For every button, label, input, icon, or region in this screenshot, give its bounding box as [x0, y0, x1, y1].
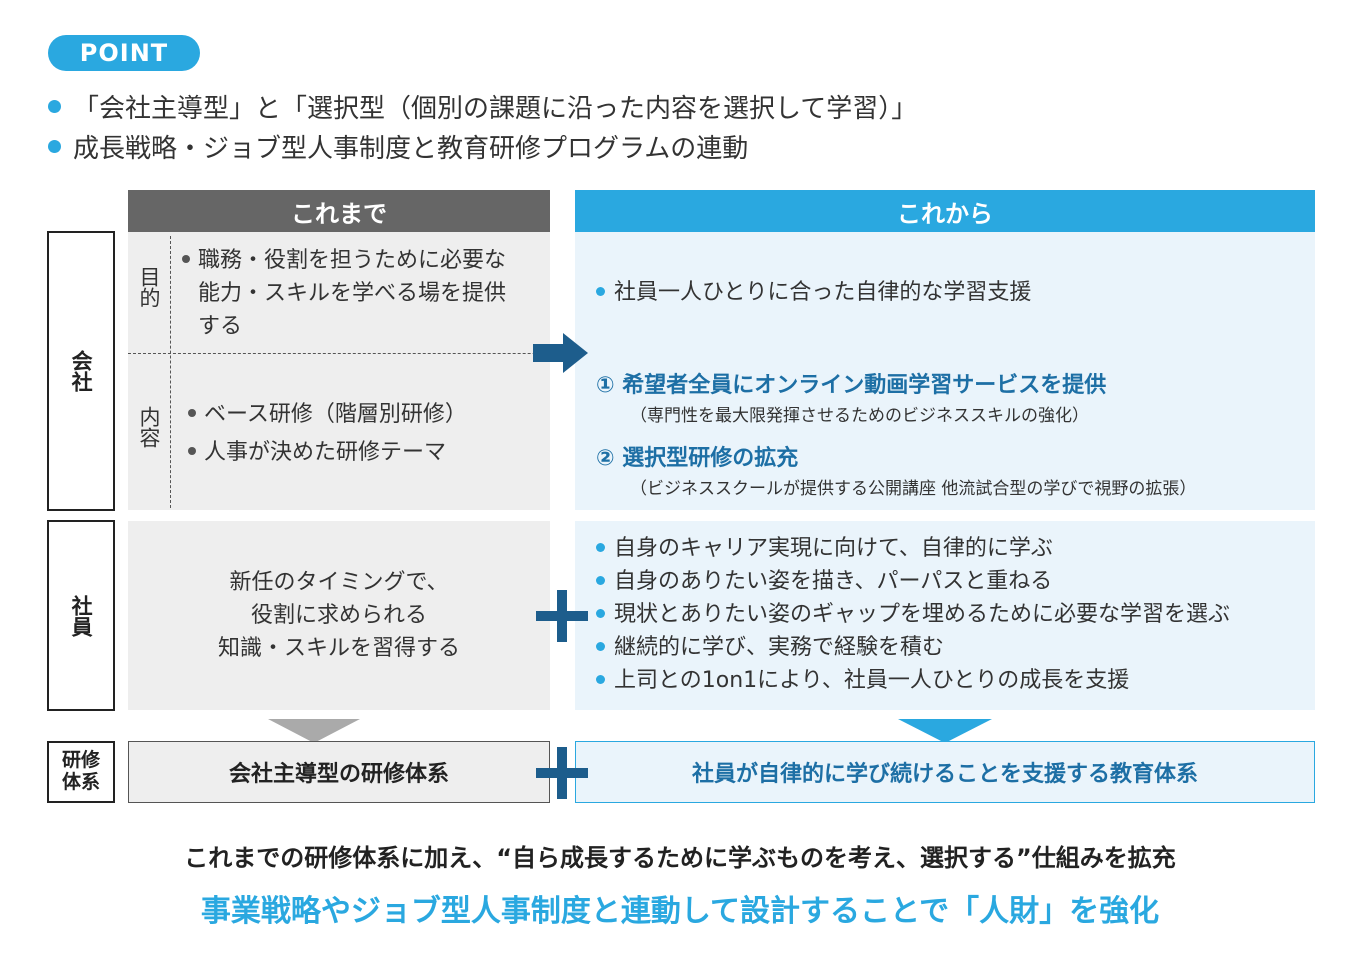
row-label-employee: 社員	[47, 520, 115, 711]
after-item-1-sub: （専門性を最大限発揮させるためのビジネススキルの強化）	[630, 406, 1089, 426]
purpose-label-text: 目的	[137, 266, 162, 308]
system-before-box: 会社主導型の研修体系	[128, 741, 550, 803]
employee-after-panel	[575, 521, 1315, 710]
employee-after-line-3: 現状とありたい姿のギャップを埋めるために必要な学習を選ぶ	[614, 602, 1231, 627]
bullet-2-text: 成長戦略・ジョブ型人事制度と教育研修プログラムの連動	[73, 133, 749, 164]
bullet-dot-icon	[596, 575, 605, 585]
company-before-panel	[128, 232, 550, 510]
bullet-dot-icon	[596, 674, 605, 684]
after-item-1-title: ① 希望者全員にオンライン動画学習サービスを提供	[596, 373, 1107, 398]
row-label-employee-text: 社員	[69, 594, 94, 637]
bullet-1: 「会社主導型」と「選択型（個別の課題に沿った内容を選択して学習）」	[48, 88, 917, 124]
row-label-company-text: 会社	[69, 350, 94, 392]
plus-icon	[536, 747, 588, 799]
plus-icon	[536, 590, 588, 642]
company-before-divider-v	[170, 236, 171, 508]
bullet-dot-icon	[596, 286, 605, 296]
bullet-dot-icon	[596, 608, 605, 618]
bullet-2: 成長戦略・ジョブ型人事制度と教育研修プログラムの連動	[48, 128, 748, 164]
system-after-box: 社員が自律的に学び続けることを支援する教育体系	[575, 741, 1315, 803]
bullet-dot-icon	[48, 99, 61, 113]
bullet-1-text: 「会社主導型」と「選択型（個別の課題に沿った内容を選択して学習）」	[73, 93, 918, 124]
footer-line-1: これまでの研修体系に加え、“自ら成長するために学ぶものを考え、選択する”仕組みを…	[184, 844, 1176, 872]
bullet-dot-icon	[596, 641, 605, 651]
employee-before-panel	[128, 521, 550, 710]
employee-after-list: 自身のキャリア実現に向けて、自律的に学ぶ 自身のありたい姿を描き、パーパスと重ね…	[596, 532, 1311, 697]
footer-line-2: 事業戦略やジョブ型人事制度と連動して設計することで「人財」を強化	[200, 894, 1160, 929]
company-after-panel	[575, 232, 1315, 510]
company-after-purpose: 社員一人ひとりに合った自律的な学習支援	[596, 276, 1296, 309]
row-label-system: 研修体系	[47, 741, 115, 803]
before-purpose-line-1: 職務・役割を担うために必要な	[198, 248, 507, 273]
company-before-content: ベース研修（階層別研修） 人事が決めた研修テーマ	[188, 396, 548, 472]
employee-after-line-5: 上司との1on1により、社員一人ひとりの成長を支援	[614, 668, 1130, 693]
before-content-line-2: 人事が決めた研修テーマ	[204, 440, 447, 465]
employee-after-line-2: 自身のありたい姿を描き、パーパスと重ねる	[614, 569, 1053, 594]
row-label-company: 会社	[47, 231, 115, 511]
row-label-system-text: 研修体系	[61, 749, 100, 793]
before-content-line-1: ベース研修（階層別研修）	[204, 402, 467, 427]
after-item-2: ② 選択型研修の拡充 （ビジネススクールが提供する公開講座 他流試合型の学びで視…	[596, 440, 1311, 499]
bullet-dot-icon	[48, 139, 61, 153]
employee-before-line-3: 知識・スキルを習得する	[217, 636, 460, 661]
employee-before-text: 新任のタイミングで、 役割に求められる 知識・スキルを習得する	[128, 566, 550, 665]
bullet-dot-icon	[188, 447, 196, 455]
employee-before-line-1: 新任のタイミングで、	[229, 570, 449, 595]
triangle-down-blue-icon	[898, 719, 992, 743]
before-purpose-line-2: 能力・スキルを学べる場を提供	[198, 281, 507, 306]
arrow-right-icon	[533, 333, 588, 373]
purpose-label: 目的	[136, 266, 162, 312]
company-before-purpose: 職務・役割を担うために必要な 能力・スキルを学べる場を提供 する	[182, 244, 547, 343]
employee-before-line-2: 役割に求められる	[250, 603, 427, 628]
content-label: 内容	[136, 406, 162, 452]
bullet-dot-icon	[596, 542, 605, 552]
after-item-2-sub: （ビジネススクールが提供する公開講座 他流試合型の学びで視野の拡張）	[630, 479, 1197, 499]
after-purpose-text: 社員一人ひとりに合った自律的な学習支援	[614, 280, 1032, 305]
before-purpose-line-3: する	[198, 314, 243, 339]
triangle-down-grey-icon	[268, 719, 360, 743]
point-badge: POINT	[48, 35, 200, 71]
header-before: これまで	[128, 190, 550, 232]
header-after: これから	[575, 190, 1315, 232]
content-label-text: 内容	[137, 406, 162, 448]
after-item-1: ① 希望者全員にオンライン動画学習サービスを提供 （専門性を最大限発揮させるため…	[596, 367, 1311, 426]
employee-after-line-1: 自身のキャリア実現に向けて、自律的に学ぶ	[614, 536, 1053, 561]
after-item-2-title: ② 選択型研修の拡充	[596, 446, 799, 471]
bullet-dot-icon	[182, 255, 190, 263]
bullet-dot-icon	[188, 409, 196, 417]
employee-after-line-4: 継続的に学び、実務で経験を積む	[614, 635, 945, 660]
